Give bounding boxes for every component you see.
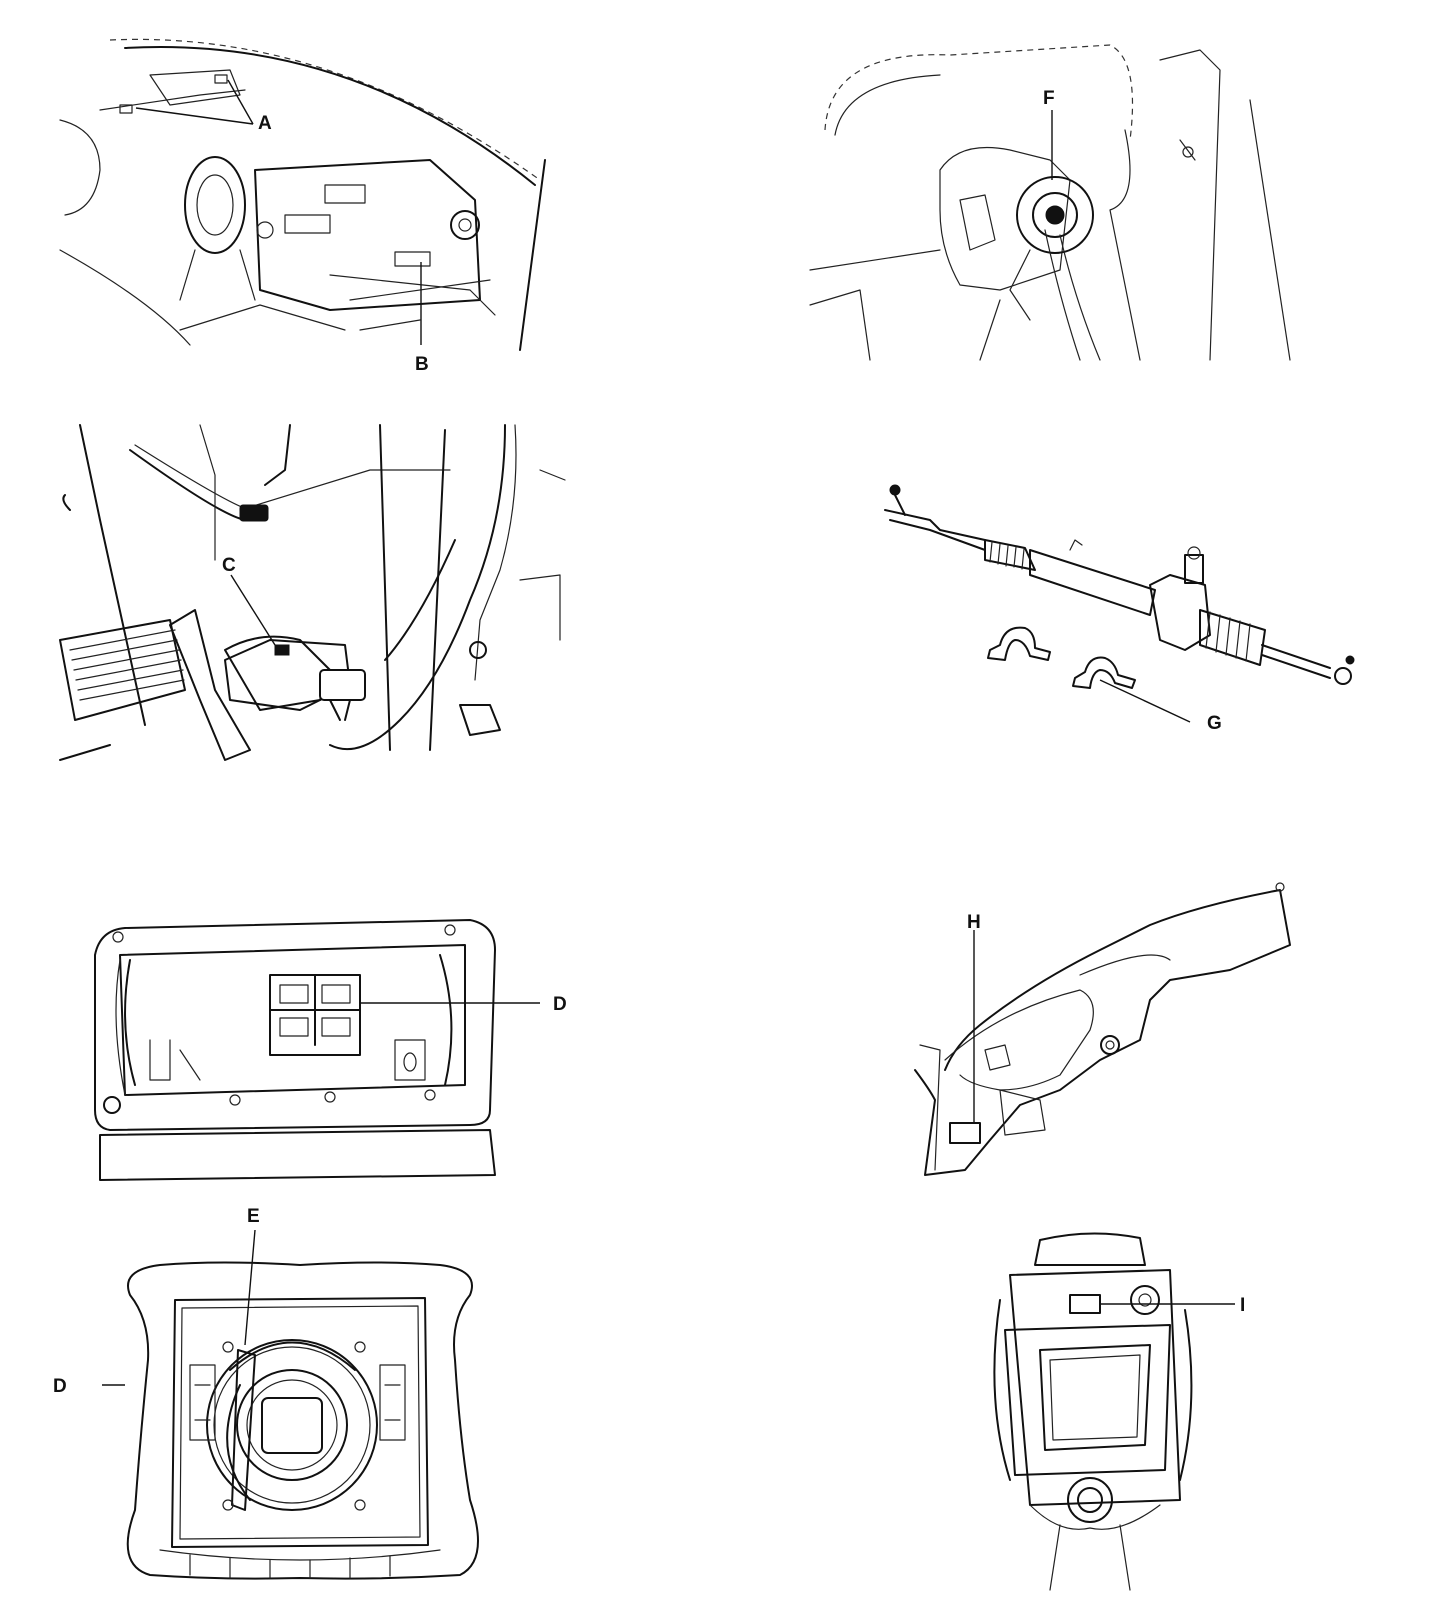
pedal-area-drawing (59, 424, 566, 761)
label-c: C (222, 555, 236, 576)
label-g: G (1207, 713, 1222, 734)
dashboard-interior-drawing (59, 38, 546, 351)
steering-column-drawing (809, 44, 1291, 361)
steering-wheel-pad-drawing (102, 1229, 479, 1580)
airbag-module-drawing (94, 919, 540, 1181)
label-e: E (247, 1206, 260, 1227)
label-d-airbag-module: D (553, 994, 567, 1015)
label-a: A (258, 113, 272, 134)
label-i: I (1240, 1295, 1245, 1316)
instrument-panel-drawing (914, 882, 1291, 1176)
label-b: B (415, 354, 429, 375)
label-d-steering-pad: D (53, 1376, 67, 1397)
label-h: H (967, 912, 981, 933)
label-f: F (1043, 88, 1055, 109)
steering-gear-drawing (884, 484, 1355, 723)
steering-wheel-rear-drawing (993, 1232, 1235, 1591)
